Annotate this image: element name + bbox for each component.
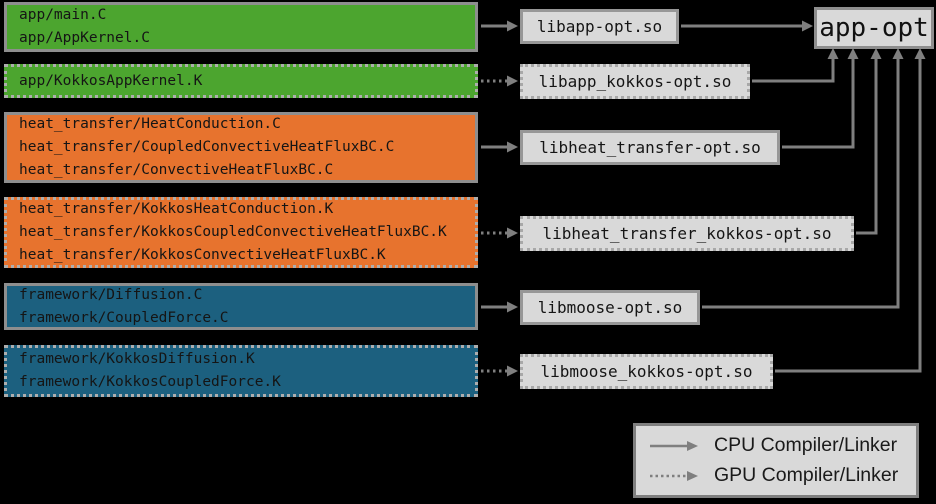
source-file-label: framework/KokkosCoupledForce.K	[19, 374, 281, 390]
dotted-arrow-icon	[650, 470, 698, 481]
legend-item-cpu: CPU Compiler/Linker	[649, 434, 916, 457]
source-file-label: heat_transfer/KokkosCoupledConvectiveHea…	[19, 224, 447, 240]
source-file-label: app/KokkosAppKernel.K	[19, 72, 203, 89]
legend-item-gpu: GPU Compiler/Linker	[649, 464, 916, 487]
library-box-libapp-opt: libapp-opt.so	[520, 9, 679, 44]
source-file-label: heat_transfer/KokkosConvectiveHeatFluxBC…	[19, 247, 386, 263]
source-box-app-cpu: app/main.C app/AppKernel.C	[4, 2, 478, 52]
source-file-label: framework/CoupledForce.C	[19, 309, 229, 326]
gpu-compile-arrows	[481, 79, 507, 373]
source-box-heat-transfer-gpu: heat_transfer/KokkosHeatConduction.K hea…	[4, 197, 478, 268]
source-box-app-gpu: app/KokkosAppKernel.K	[4, 64, 478, 98]
library-box-libheat-transfer-opt: libheat_transfer-opt.so	[520, 130, 780, 165]
legend-label: GPU Compiler/Linker	[714, 464, 899, 486]
cpu-compile-arrows	[481, 24, 507, 309]
solid-arrow-icon	[650, 440, 698, 451]
executable-box: app-opt	[814, 7, 934, 49]
source-box-framework-gpu: framework/KokkosDiffusion.K framework/Ko…	[4, 345, 478, 397]
source-file-label: app/AppKernel.C	[19, 30, 150, 46]
legend: CPU Compiler/Linker GPU Compiler/Linker	[633, 423, 919, 498]
library-box-libmoose-kokkos-opt: libmoose_kokkos-opt.so	[520, 354, 773, 389]
source-file-label: framework/Diffusion.C	[19, 286, 203, 303]
source-file-label: heat_transfer/ConvectiveHeatFluxBC.C	[19, 162, 334, 178]
source-box-framework-cpu: framework/Diffusion.C framework/CoupledF…	[4, 283, 478, 330]
library-box-libapp-kokkos-opt: libapp_kokkos-opt.so	[520, 64, 750, 99]
source-file-label: app/main.C	[19, 7, 107, 23]
library-box-libheat-transfer-kokkos-opt: libheat_transfer_kokkos-opt.so	[520, 216, 854, 251]
source-file-label: framework/KokkosDiffusion.K	[19, 351, 255, 367]
source-box-heat-transfer-cpu: heat_transfer/HeatConduction.C heat_tran…	[4, 112, 478, 183]
library-box-libmoose-opt: libmoose-opt.so	[520, 290, 700, 325]
source-file-label: heat_transfer/CoupledConvectiveHeatFluxB…	[19, 139, 395, 155]
source-file-label: heat_transfer/KokkosHeatConduction.K	[19, 201, 334, 217]
source-file-label: heat_transfer/HeatConduction.C	[19, 116, 281, 132]
legend-label: CPU Compiler/Linker	[714, 434, 898, 456]
